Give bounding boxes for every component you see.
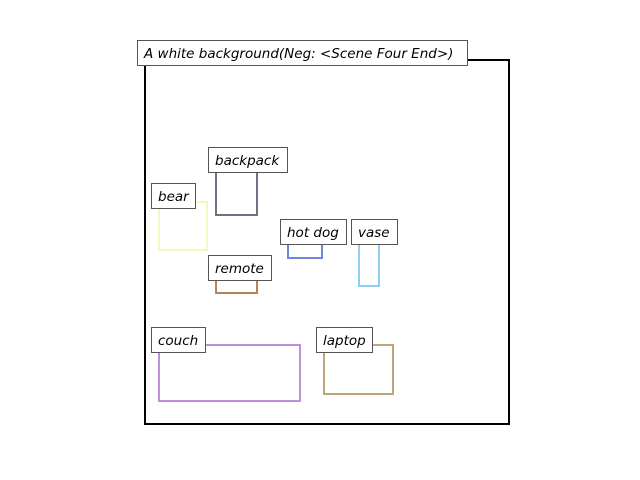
laptop-label: laptop	[316, 327, 373, 353]
remote-label: remote	[208, 255, 272, 281]
hot-dog-label: hot dog	[280, 219, 347, 245]
bear-label: bear	[151, 183, 196, 209]
couch-label: couch	[151, 327, 206, 353]
vase-box	[358, 239, 380, 287]
backpack-label: backpack	[208, 147, 288, 173]
couch-box	[158, 344, 301, 402]
vase-label: vase	[351, 219, 398, 245]
scene-caption: A white background(Neg: <Scene Four End>…	[137, 40, 468, 66]
backpack-box	[215, 168, 258, 216]
